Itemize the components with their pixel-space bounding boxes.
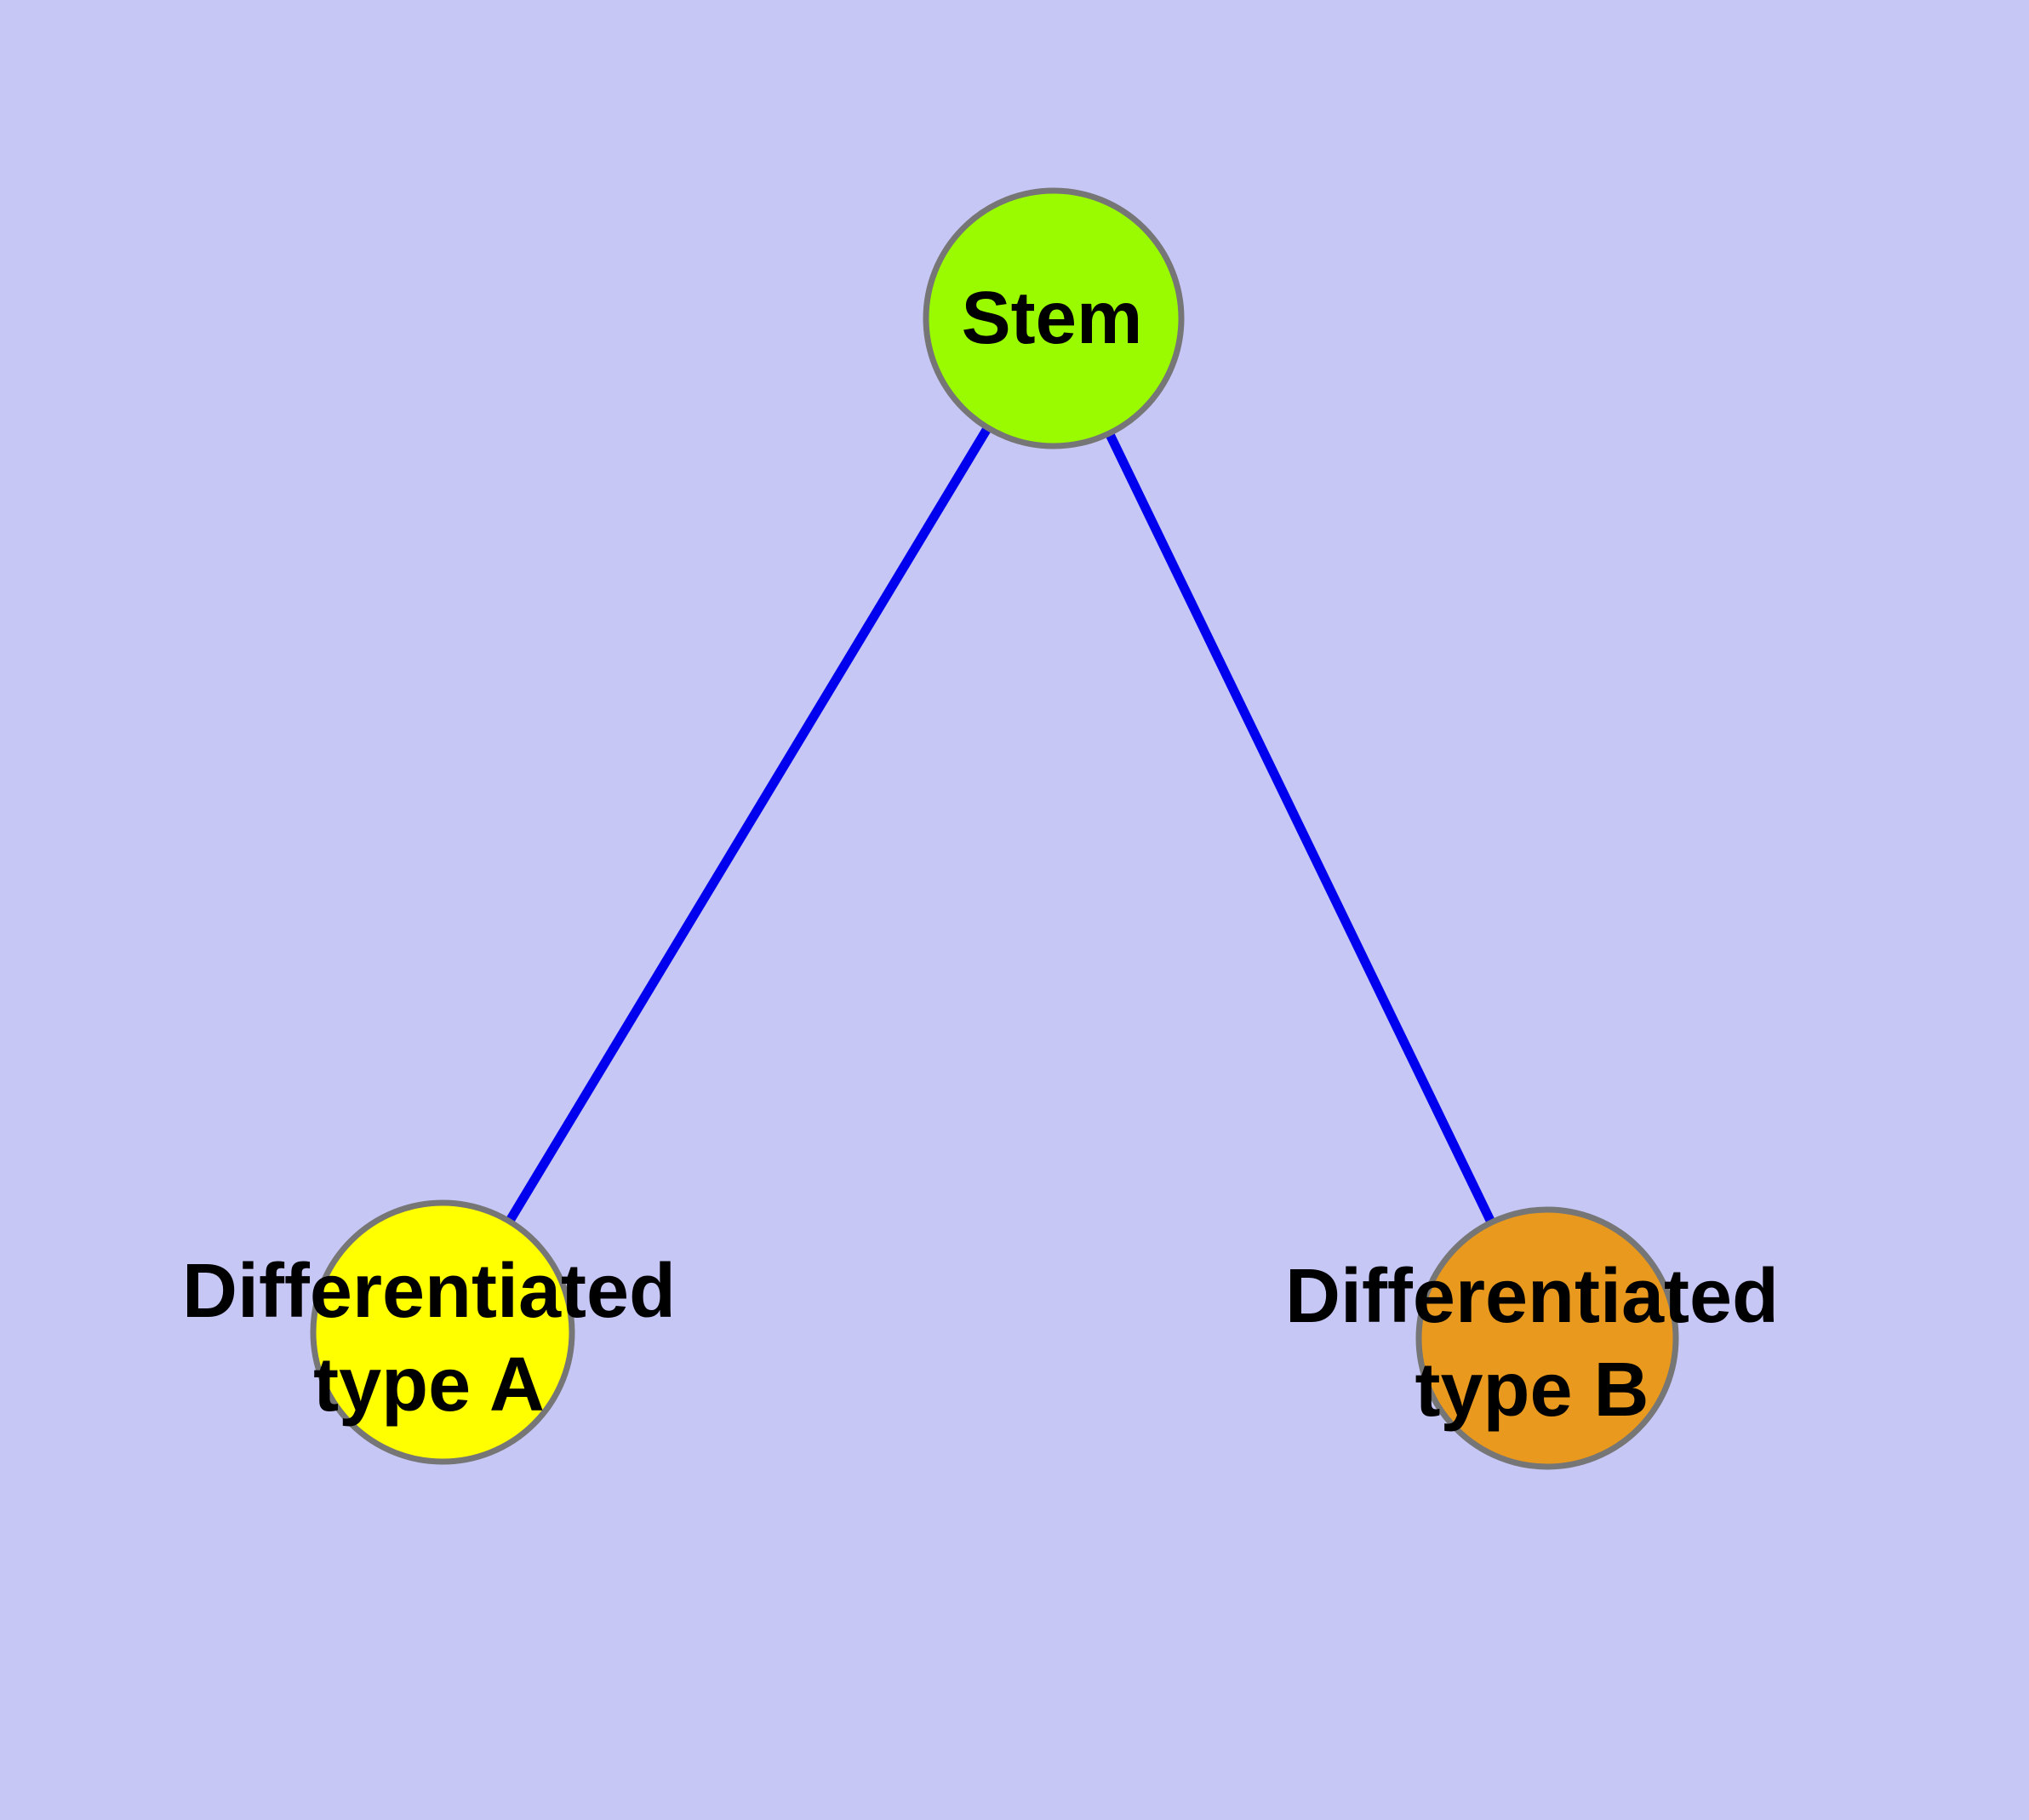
node-type-b-label-line1: Differentiated <box>1285 1254 1779 1339</box>
node-type-a-label-line1: Differentiated <box>182 1249 676 1334</box>
node-type-a-label-line2: type A <box>313 1342 545 1428</box>
edge-stem-to-type-b <box>1049 316 1552 1341</box>
edge-stem-to-type-a <box>438 316 1058 1335</box>
node-type-b-label-line2: type B <box>1415 1348 1649 1433</box>
node-stem-circle <box>923 187 1185 449</box>
node-type-b-circle <box>1415 1206 1679 1470</box>
node-type-a-circle <box>310 1199 575 1465</box>
node-stem-label: Stem <box>962 277 1143 359</box>
